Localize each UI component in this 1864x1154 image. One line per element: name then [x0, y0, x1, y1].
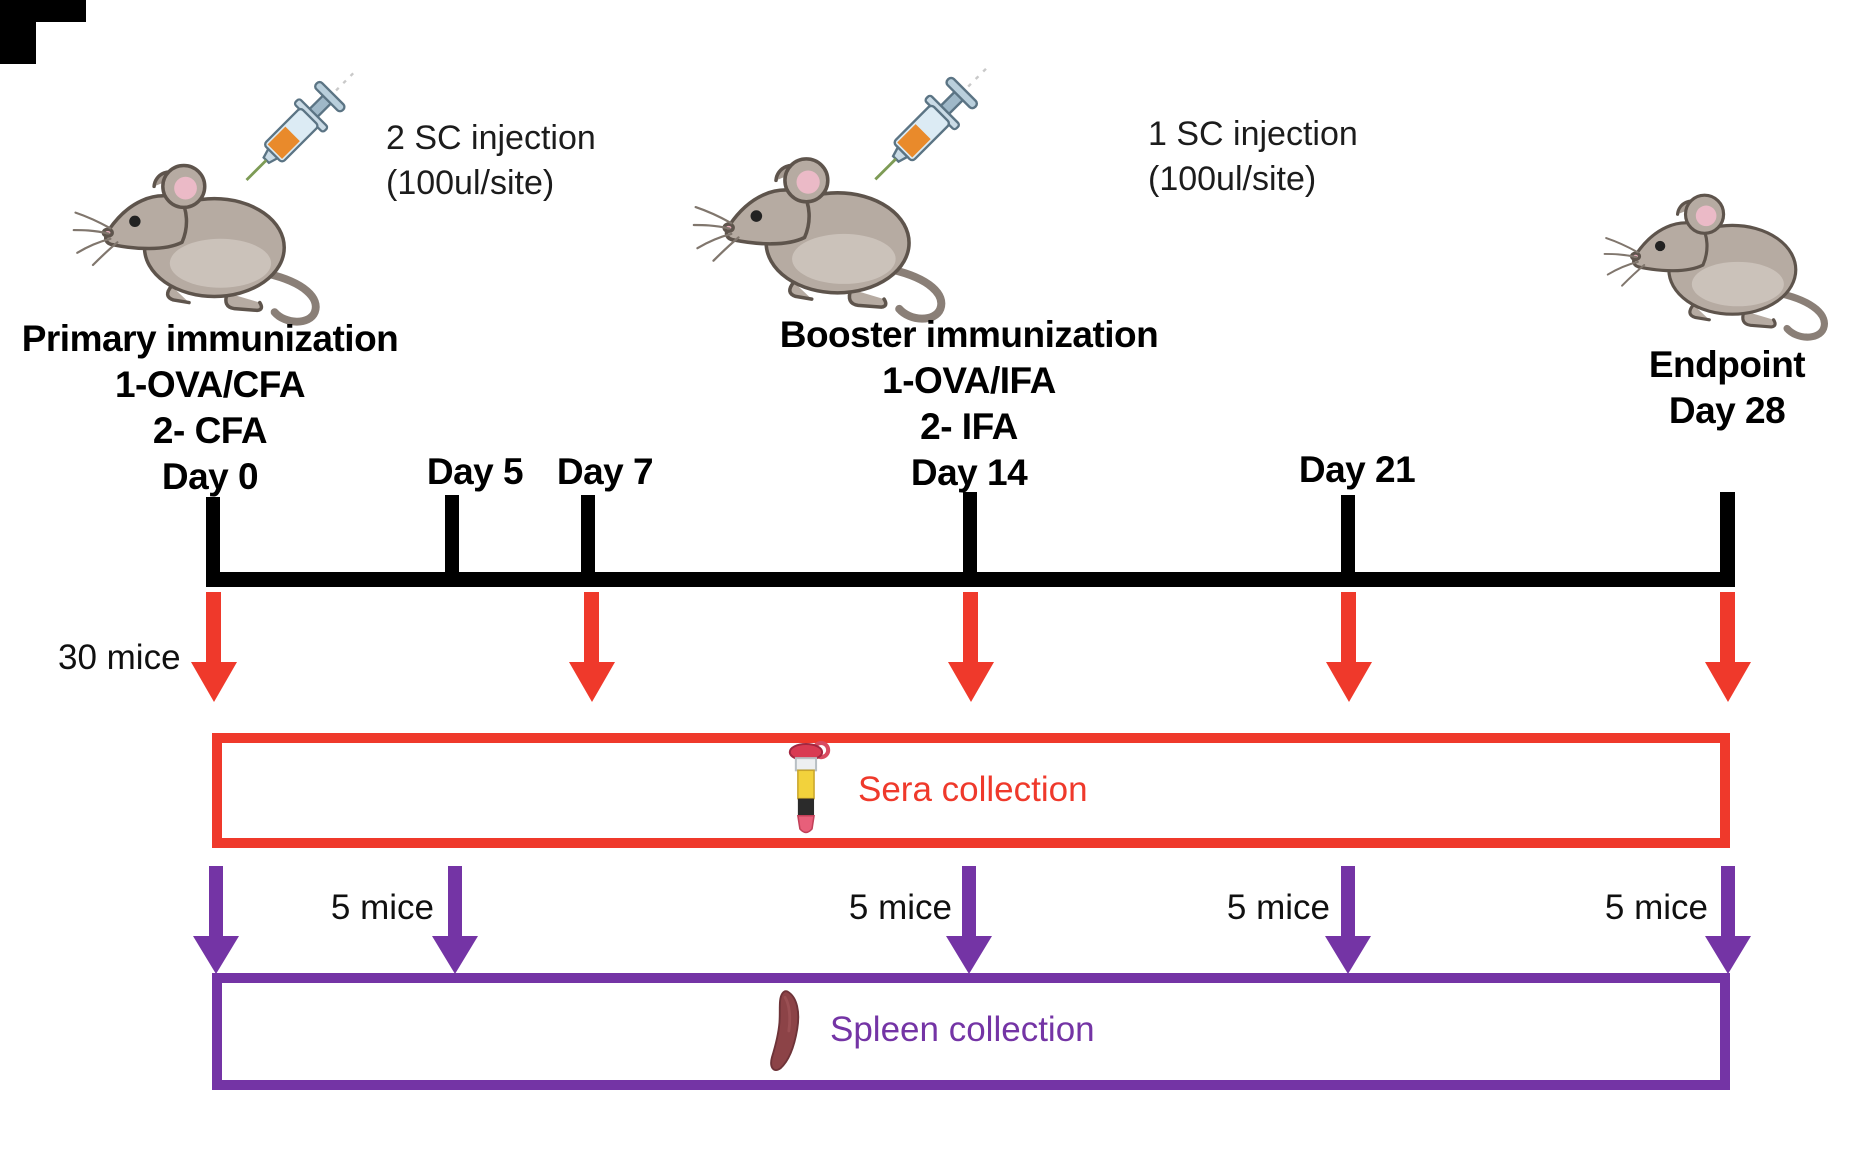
syringe-icon: [874, 67, 987, 181]
spleen-arrow-day-21: [1325, 866, 1371, 974]
spleen-collection-box: [212, 973, 1730, 1090]
day-21-label: Day 21: [1298, 449, 1416, 490]
spleen-arrow-day-5: [432, 866, 478, 974]
spleen-organ-icon: [770, 990, 800, 1071]
tick-day-14: [963, 492, 977, 575]
timeline-bar: [206, 572, 1735, 587]
tick-day-0: [206, 497, 220, 575]
tick-day-5: [445, 495, 459, 575]
sera-arrow-day-14: [947, 592, 994, 702]
tick-day-7: [581, 495, 595, 575]
group-mice-count: 5 mice: [330, 888, 434, 927]
primary-title: Primary immunization: [21, 318, 399, 359]
group-mice-count: 5 mice: [1604, 888, 1708, 927]
day-5-label: Day 5: [426, 451, 524, 492]
booster-item1: 1-OVA/IFA: [882, 360, 1056, 401]
sera-collection-label: Sera collection: [858, 770, 1088, 809]
booster-injection-note-line2: (100ul/site): [1148, 160, 1317, 198]
mouse-icon: [692, 157, 946, 323]
sera-arrow-day-28: [1704, 592, 1751, 702]
tick-day-28: [1720, 492, 1735, 575]
day-7-label: Day 7: [556, 451, 654, 492]
endpoint-title: Endpoint: [1648, 344, 1806, 385]
primary-immunization-label: Primary immunization 1-OVA/CFA 2- CFA Da…: [5, 316, 415, 500]
endpoint-day-label: Day 28: [1668, 390, 1786, 431]
tick-day-21: [1341, 495, 1355, 575]
booster-day-label: Day 14: [910, 452, 1028, 493]
primary-injection-note-line1: 2 SC injection: [386, 119, 596, 157]
mouse-icon: [72, 163, 320, 326]
group-mice-count: 5 mice: [848, 888, 952, 927]
primary-injection-note: 2 SC injection (100ul/site): [386, 116, 596, 206]
primary-day-label: Day 0: [161, 456, 259, 497]
sera-collection-box: [212, 733, 1730, 848]
endpoint-label: Endpoint Day 28: [1572, 342, 1864, 434]
group-mice-count: 5 mice: [1226, 888, 1330, 927]
booster-immunization-label: Booster immunization 1-OVA/IFA 2- IFA Da…: [764, 312, 1174, 496]
sera-arrow-day-7: [568, 592, 615, 702]
total-mice-count: 30 mice: [58, 638, 181, 677]
blood-collection-tube-icon: [788, 741, 831, 834]
syringe-icon: [245, 72, 355, 181]
booster-item2: 2- IFA: [920, 406, 1018, 447]
primary-injection-note-line2: (100ul/site): [386, 164, 555, 202]
corner-artifact: [0, 0, 36, 64]
primary-item1: 1-OVA/CFA: [114, 364, 306, 405]
spleen-arrow-day-14: [946, 866, 992, 974]
booster-injection-note-line1: 1 SC injection: [1148, 115, 1358, 153]
spleen-arrow-day-0: [193, 866, 239, 974]
booster-injection-note: 1 SC injection (100ul/site): [1148, 112, 1358, 202]
mouse-icon: [1603, 193, 1828, 341]
spleen-collection-label: Spleen collection: [830, 1010, 1095, 1049]
sera-arrow-day-21: [1325, 592, 1372, 702]
sera-arrow-day-0: [190, 592, 237, 702]
spleen-arrow-day-28: [1705, 866, 1751, 974]
booster-title: Booster immunization: [779, 314, 1159, 355]
primary-item2: 2- CFA: [152, 410, 268, 451]
